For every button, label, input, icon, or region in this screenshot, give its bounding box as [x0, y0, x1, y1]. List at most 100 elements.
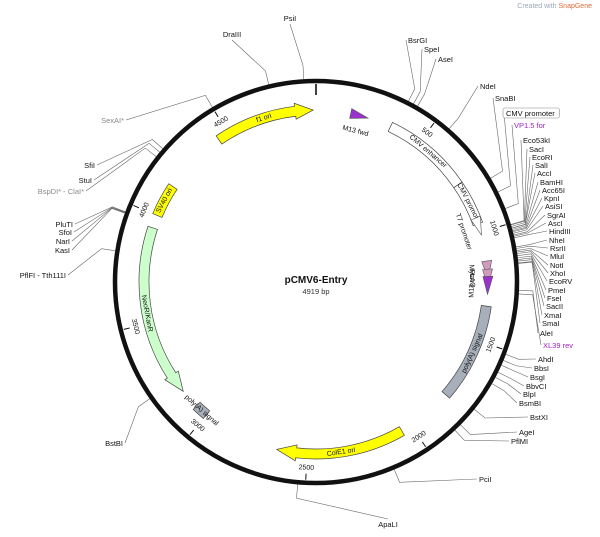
site-label-nari: NarI	[56, 237, 70, 246]
tick-mark	[189, 429, 195, 435]
site-label-kasi: KasI	[55, 246, 70, 255]
tick-mark	[496, 346, 503, 350]
feature-cole1-ori	[275, 426, 405, 462]
feature-sv40-ori	[152, 183, 178, 218]
site-label-agei: AgeI	[519, 428, 534, 437]
plasmid-backbone	[112, 78, 520, 486]
site-label-bamhi: BamHI	[540, 178, 563, 187]
site-label-acci: AccI	[537, 169, 552, 178]
site-label-bsmbi: BsmBI	[519, 399, 541, 408]
tick-mark	[123, 327, 130, 330]
feature-polya-signal-2	[192, 401, 211, 419]
site-leader-16	[512, 197, 543, 233]
site-leader-0	[289, 23, 305, 80]
site-label-sfii: SfiI	[84, 161, 95, 170]
site-leader-28	[517, 257, 546, 299]
site-leader-32	[518, 290, 539, 334]
site-leader-31	[518, 261, 541, 324]
tick-label: 4500	[213, 115, 230, 129]
site-leader-27	[517, 255, 547, 291]
tick-label: 1500	[485, 336, 497, 353]
feature-label-f1-ori: f1 ori	[256, 113, 273, 125]
site-label-acc65i: Acc65I	[542, 186, 565, 195]
site-leader-29	[517, 259, 545, 307]
site-leader-53	[96, 139, 164, 166]
site-leader-34	[505, 354, 537, 360]
site-leader-54	[125, 94, 213, 121]
site-leader-40	[474, 408, 529, 419]
site-label-bbsi: BbsI	[534, 364, 549, 373]
site-label-ecori: EcoRI	[532, 153, 552, 162]
site-leader-26	[517, 253, 548, 282]
feature-m13-rev	[482, 275, 494, 296]
tick-label: 3000	[189, 418, 206, 433]
tick-mark	[499, 224, 506, 227]
site-label-sacii: SacII	[546, 302, 563, 311]
site-label-ndei: NdeI	[480, 82, 496, 91]
site-leader-14	[512, 181, 539, 230]
credit-prefix: Created with	[517, 3, 557, 10]
site-label-xl39-rev: XL39 rev	[543, 341, 573, 350]
feature-t7-promoter	[470, 215, 482, 237]
tick-mark	[214, 111, 219, 118]
site-label-smai: SmaI	[542, 319, 560, 328]
tick-mark	[430, 122, 435, 129]
site-label-pmei: PmeI	[548, 286, 566, 295]
site-leader-1	[231, 39, 270, 85]
site-label-blpi: BlpI	[523, 390, 536, 399]
site-label-bbvci: BbvCI	[526, 382, 546, 391]
site-leader-25	[516, 251, 549, 274]
site-label-ecorv: EcoRV	[549, 277, 572, 286]
site-label-box	[502, 107, 560, 119]
site-leader-38	[495, 376, 522, 395]
tick-mark	[133, 204, 140, 209]
site-label-sexai-: SexAI*	[101, 116, 124, 125]
site-label-bstbi: BstBI	[105, 439, 123, 448]
site-label-sali: SalI	[535, 161, 548, 170]
credit-brand: SnapGene	[558, 3, 592, 10]
feature-label-myc: Myc	[467, 264, 475, 278]
site-leader-41	[460, 424, 518, 435]
feature-m13-fwd	[349, 108, 370, 119]
site-label-eco53ki: Eco53kI	[523, 136, 550, 145]
site-leader-21	[515, 239, 548, 248]
plasmid-name: pCMV6-Entry	[285, 275, 348, 286]
site-leader-9	[510, 139, 525, 225]
site-leader-35	[503, 360, 533, 369]
site-leader-23	[516, 248, 549, 257]
site-label-asci: AscI	[548, 219, 563, 228]
feature-label-m13-rev: M13 rev	[469, 272, 477, 298]
feature-f1-ori	[215, 102, 315, 145]
site-leader-39	[491, 383, 518, 404]
site-label-alei: AleI	[540, 329, 553, 338]
site-label-pflmi: PflMI	[511, 437, 528, 446]
site-label-vp1-5-for: VP1.5 for	[514, 121, 546, 130]
site-label-apali: ApaLI	[378, 520, 398, 529]
site-leader-5	[448, 85, 479, 129]
site-leader-17	[512, 205, 544, 234]
site-label-saci: SacI	[529, 145, 544, 154]
site-leader-49	[73, 207, 126, 233]
tick-label: 4000	[139, 202, 152, 219]
site-leader-7	[497, 112, 511, 193]
site-label-xhoi: XhoI	[550, 269, 565, 278]
site-label-draiii: DraIII	[223, 30, 241, 39]
site-leader-20	[514, 230, 548, 239]
site-leader-52	[93, 142, 161, 181]
site-label-asei: AseI	[438, 55, 453, 64]
site-leader-44	[296, 484, 389, 520]
site-label-snabi: SnaBI	[495, 94, 515, 103]
tick-label: 3500	[130, 318, 141, 335]
site-leader-42	[454, 429, 510, 442]
site-leader-2	[405, 39, 416, 102]
site-leader-8	[505, 124, 519, 209]
site-label-rsrii: RsrII	[550, 244, 566, 253]
feature-label-cole1-ori: ColE1 ori	[326, 447, 356, 458]
site-label-mlui: MluI	[550, 252, 564, 261]
tick-label: 500	[420, 127, 434, 140]
site-leader-30	[518, 261, 543, 316]
feature-polya-signal-1	[441, 305, 492, 399]
